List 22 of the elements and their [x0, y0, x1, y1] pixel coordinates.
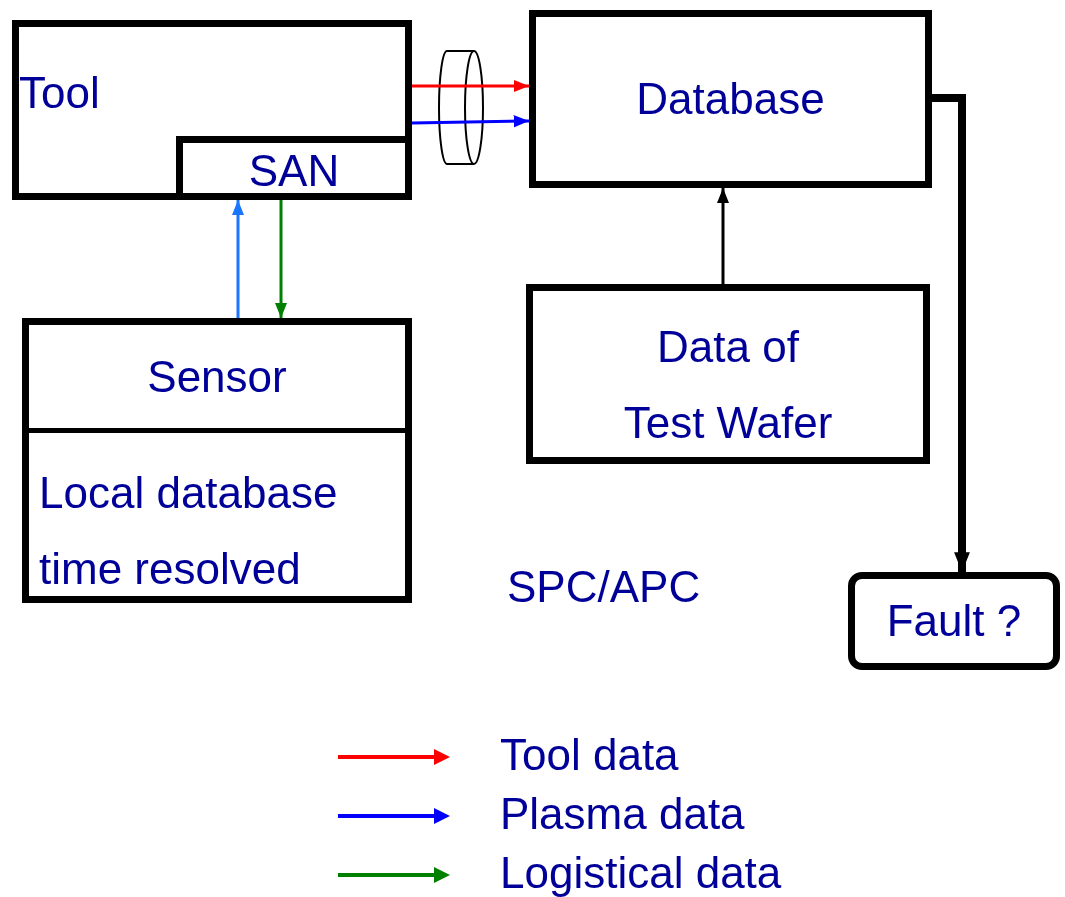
box-text: Fault ? [885, 594, 1023, 647]
sensor-box [22, 318, 412, 603]
arrow [412, 79, 529, 93]
arrow [231, 200, 245, 318]
legend-label: Logistical data [500, 847, 782, 897]
box-title: Sensor [146, 351, 288, 403]
tool-box [12, 20, 412, 200]
diagram-label: SPC/APC [507, 562, 701, 612]
legend-label: Plasma data [500, 788, 745, 840]
san-box [176, 136, 405, 193]
box-text: Local database time resolved [39, 467, 339, 595]
fault-box [848, 572, 1060, 670]
box-text: Tool [19, 67, 101, 119]
arrow [716, 188, 730, 284]
box-text: Database [635, 72, 826, 125]
box-text: Data of Test Wafer [622, 321, 834, 449]
database-box [529, 10, 932, 188]
box-text: SAN [247, 145, 341, 197]
arrow [274, 200, 288, 318]
arrow [411, 115, 530, 128]
legend-label: Tool data [500, 729, 679, 781]
test-wafer-box [526, 284, 930, 464]
